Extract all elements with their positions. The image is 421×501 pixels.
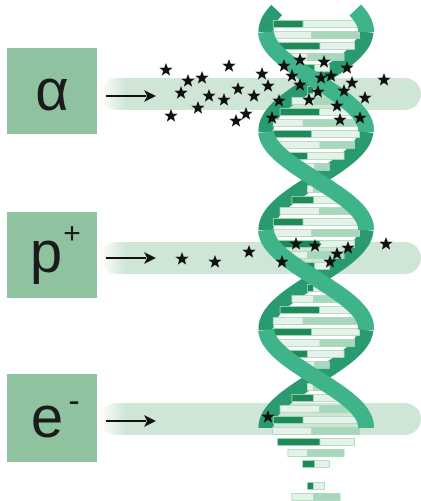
dna-base: [271, 31, 313, 39]
proton-label: p +: [7, 212, 97, 298]
dna-base: [313, 493, 341, 501]
star-icon: [255, 67, 269, 80]
dna-base: [272, 20, 304, 28]
dna-base: [291, 196, 314, 204]
dna-base: [306, 482, 314, 490]
dna-base: [302, 416, 360, 424]
dna-base: [314, 460, 330, 468]
dna-base: [319, 438, 355, 446]
alpha-symbol: α: [35, 58, 69, 123]
dna-base: [287, 449, 308, 457]
dna-base: [279, 405, 321, 413]
dna-base: [302, 119, 360, 127]
dna-base: [307, 152, 345, 160]
dna-base: [302, 317, 360, 325]
alpha-label-box: [7, 48, 97, 134]
arrows: [106, 90, 156, 427]
dna-backbone-front: [258, 229, 375, 331]
electron-charge: -: [68, 382, 79, 420]
right-arrow-icon: [106, 252, 156, 264]
particle-labels: α p + e -: [7, 48, 97, 462]
dna-backbone-front: [258, 328, 374, 428]
right-arrow-icon: [106, 90, 156, 102]
star-icon: [229, 114, 243, 127]
dna-base: [271, 328, 313, 336]
dna-base: [279, 108, 321, 116]
dna-backbone-front: [258, 130, 374, 230]
dna-base: [307, 251, 345, 259]
dna-base: [291, 295, 314, 303]
dna-base: [307, 53, 345, 61]
dna-base: [314, 163, 330, 171]
right-arrow-icon: [106, 415, 156, 427]
proton-label-box: [7, 212, 97, 298]
star-icon: [164, 109, 178, 122]
dna-base: [272, 119, 304, 127]
dna-base: [277, 438, 321, 446]
dna-base: [272, 317, 304, 325]
dna-base: [279, 306, 321, 314]
proton-symbol: p: [30, 220, 62, 285]
dna-base: [311, 31, 361, 39]
dna-base: [311, 229, 361, 237]
dna-base: [319, 42, 355, 50]
electron-label-box: [7, 374, 97, 462]
dna-base: [311, 130, 361, 138]
proton-charge: +: [63, 217, 81, 250]
dna-base: [314, 262, 330, 270]
dna-backbone-back: [258, 4, 283, 32]
dna-base: [307, 449, 345, 457]
dna-base: [272, 218, 304, 226]
dna-base: [311, 427, 361, 435]
dna-base: [302, 218, 360, 226]
star-icon: [159, 63, 173, 76]
dna-base: [314, 361, 330, 369]
dna-base: [271, 427, 313, 435]
dna-base: [291, 394, 314, 402]
dna-base: [271, 130, 313, 138]
dna-base: [319, 339, 355, 347]
dna-base: [271, 229, 313, 237]
alpha-label: α: [7, 48, 97, 134]
electron-label: e -: [7, 374, 97, 462]
dna-base: [272, 416, 304, 424]
electron-symbol: e: [31, 385, 63, 450]
dna-base: [302, 460, 316, 468]
dna-backbone-front: [349, 4, 374, 32]
dna-base: [279, 207, 321, 215]
dna-base: [291, 493, 314, 501]
dna-base: [302, 20, 360, 28]
dna-base: [319, 141, 355, 149]
star-icon: [222, 59, 236, 72]
dna-base: [311, 328, 361, 336]
dna-base: [307, 350, 345, 358]
dna-base: [312, 482, 325, 490]
